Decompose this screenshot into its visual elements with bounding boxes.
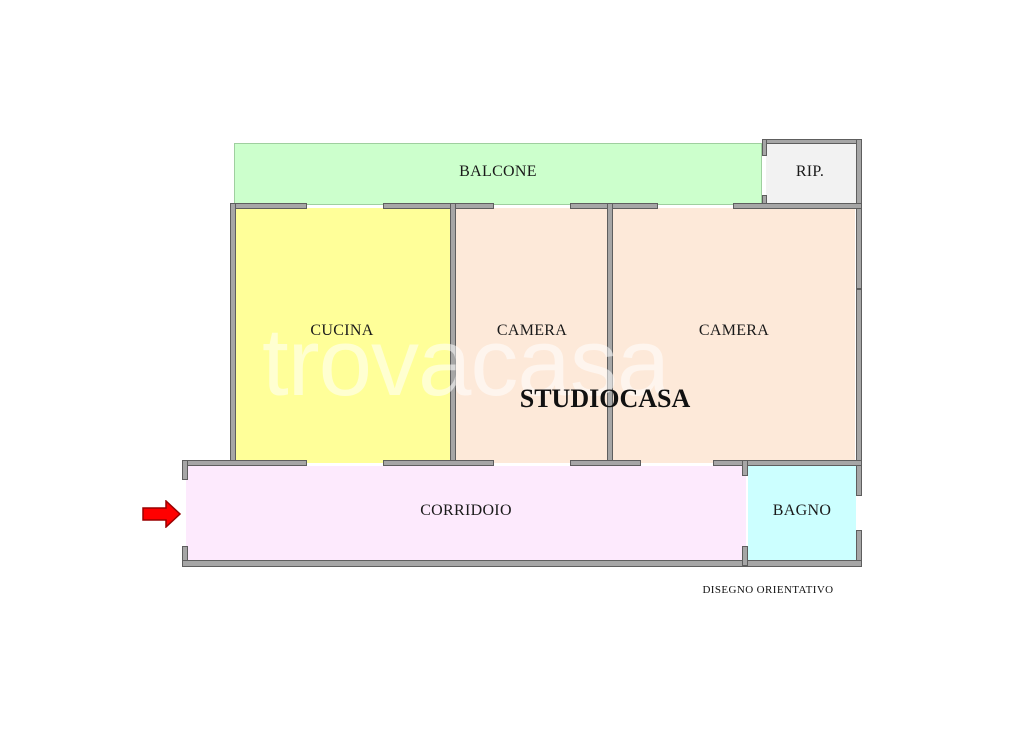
label-camera-2: CAMERA — [698, 322, 770, 339]
label-cucina: CUCINA — [310, 322, 374, 339]
wall-balcony-1 — [230, 203, 307, 209]
drawing-note: DISEGNO ORIENTATIVO — [702, 584, 834, 596]
label-balcone: BALCONE — [459, 163, 537, 180]
wall-entry-top — [182, 460, 188, 480]
wall-right-upper — [856, 139, 862, 289]
room-cucina — [236, 208, 450, 463]
label-corridoio: CORRIDOIO — [420, 502, 512, 519]
wall-corridor-top-3 — [570, 460, 641, 466]
wall-rip-left — [762, 139, 767, 156]
brand-studiocasa: STUDIOCASA — [519, 384, 691, 413]
wall-corridor-top-4 — [713, 460, 862, 466]
wall-rip-top — [762, 139, 862, 144]
label-camera-1: CAMERA — [496, 322, 568, 339]
label-bagno: BAGNO — [772, 502, 832, 519]
wall-balcony-4 — [733, 203, 862, 209]
wall-bagno-bottom — [742, 546, 748, 566]
room-camera-2 — [613, 208, 855, 463]
label-ripostiglio: RIP. — [795, 163, 825, 180]
watermark-text: trovacasa — [262, 309, 670, 416]
red-arrow-right-icon — [142, 500, 182, 528]
wall-corridor-top-1 — [182, 460, 307, 466]
wall-balcony-3 — [570, 203, 658, 209]
room-ripostiglio — [766, 143, 856, 205]
room-balcone — [234, 143, 762, 205]
room-camera-1 — [456, 208, 608, 463]
wall-corridor-top-2 — [383, 460, 494, 466]
wall-left — [230, 203, 236, 465]
wall-balcony-2 — [383, 203, 494, 209]
wall-right-middle — [856, 289, 862, 496]
wall-bagno-top — [742, 460, 748, 476]
wall-bottom — [182, 560, 862, 567]
room-bagno — [748, 466, 856, 560]
room-corridoio — [186, 466, 746, 560]
